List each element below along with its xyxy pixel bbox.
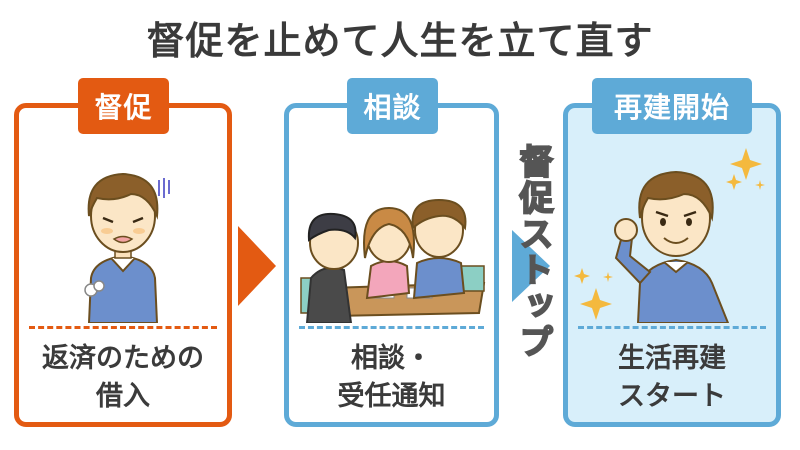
- caption-line-1: 生活再建: [618, 343, 726, 374]
- step-caption: 相談・ 受任通知: [289, 340, 494, 416]
- dashed-divider: [29, 326, 217, 329]
- caption-line-1: 返済のための: [42, 343, 204, 374]
- step-label-dunning: 督促: [78, 78, 169, 134]
- caption-line-2: スタート: [618, 381, 726, 412]
- step-label-rebuild: 再建開始: [592, 78, 752, 134]
- step-panel-rebuild: 生活再建 スタート: [563, 103, 781, 427]
- confident-man-illustration: [568, 138, 776, 324]
- orange-right-arrow-icon: [238, 226, 276, 306]
- consultation-meeting-icon: [300, 198, 486, 324]
- caption-line-2: 受任通知: [337, 381, 446, 412]
- dunning-stop-text: 督促ストップ: [512, 143, 554, 361]
- step-panel-dunning: 返済のための 借入: [14, 103, 232, 427]
- page-title: 督促を止めて人生を立て直す: [146, 19, 654, 63]
- worried-man-icon: [84, 172, 170, 324]
- step-label-consultation: 相談: [347, 78, 438, 134]
- step-caption: 生活再建 スタート: [568, 340, 776, 416]
- caption-line-2: 借入: [96, 381, 150, 412]
- dashed-divider: [299, 326, 484, 329]
- dashed-divider: [578, 326, 766, 329]
- confident-man-icon: [574, 148, 765, 324]
- dunning-stop-connector: 督促ストップ: [502, 140, 564, 400]
- consultation-illustration: [289, 138, 494, 324]
- blue-right-arrow-icon: [512, 230, 550, 302]
- caption-line-1: 相談・: [351, 343, 432, 374]
- step-panel-consultation: 相談・ 受任通知: [284, 103, 499, 427]
- worried-man-illustration: [19, 138, 227, 324]
- step-caption: 返済のための 借入: [19, 340, 227, 416]
